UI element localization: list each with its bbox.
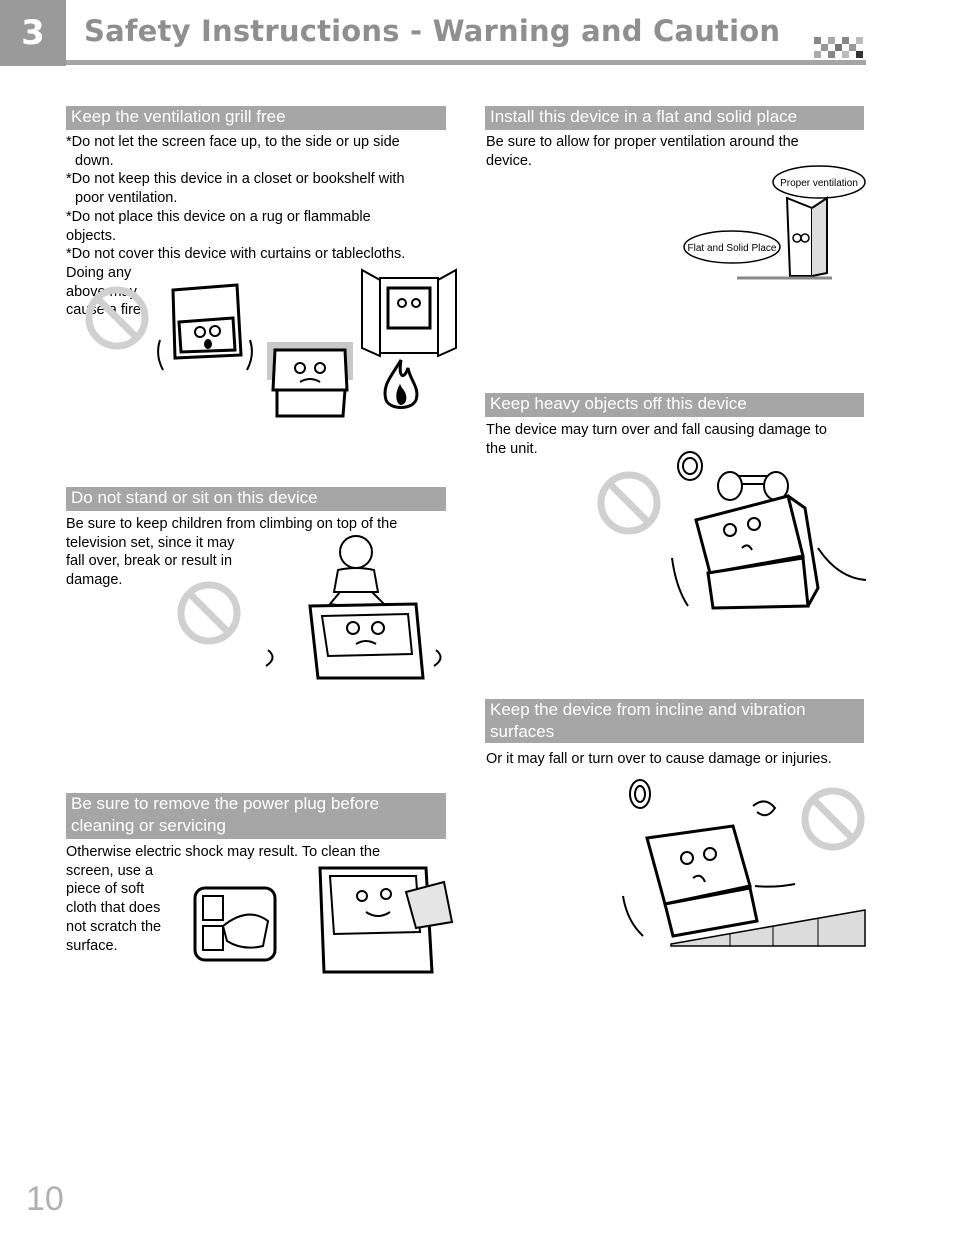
incline-text: Or it may fall or turn over to cause dam… — [486, 750, 864, 769]
text-line: Be sure to allow for proper ventilation … — [486, 134, 799, 150]
no-symbol-icon — [801, 787, 865, 851]
chapter-number: 3 — [21, 13, 45, 53]
text-line: *Do not place this device on a rug or fl… — [66, 208, 371, 225]
no-symbol-icon — [597, 471, 661, 535]
page-number: 10 — [26, 1180, 64, 1218]
text-line: poor ventilation. — [75, 190, 178, 207]
flat-solid-place-bubble: Flat and Solid Place — [688, 243, 777, 254]
text-line: Otherwise electric shock may result. To … — [66, 844, 381, 860]
title-rule — [66, 60, 866, 65]
text-line: television set, since it may — [66, 534, 235, 551]
text-line: not scratch the — [66, 918, 162, 935]
incline-tv-illustration — [622, 779, 866, 947]
text-line: fall over, break or result in — [66, 553, 233, 570]
section-title-line2: surfaces — [490, 722, 555, 741]
cleaning-tv-illustration — [318, 866, 454, 974]
text-line: *Do not keep this device in a closet or … — [66, 171, 405, 188]
section-header-incline: Keep the device from incline and vibrati… — [485, 699, 864, 743]
heavy-object-tv-illustration — [671, 451, 867, 610]
flat-place-text: Be sure to allow for proper ventilation … — [486, 133, 864, 170]
section-title: Do not stand or sit on this device — [71, 488, 318, 507]
section-title: Keep the ventilation grill free — [71, 107, 286, 126]
text-line: Doing any — [66, 264, 132, 281]
text-line: surface. — [66, 937, 118, 954]
text-line: Or it may fall or turn over to cause dam… — [486, 751, 832, 767]
text-line: piece of soft — [66, 881, 145, 898]
checker-pattern-icon — [814, 37, 866, 60]
stand-sit-text: Be sure to keep children from climbing o… — [66, 515, 446, 590]
closet-tv-illustration — [361, 268, 457, 358]
text-line: device. — [486, 152, 532, 169]
covered-tv-illustration — [267, 342, 353, 418]
section-header-flat-place: Install this device in a flat and solid … — [485, 106, 864, 130]
section-header-ventilation: Keep the ventilation grill free — [66, 106, 446, 130]
text-line: objects. — [66, 227, 116, 244]
no-symbol-icon — [85, 286, 149, 350]
text-line: the unit. — [486, 440, 538, 457]
section-header-power-plug: Be sure to remove the power plug before … — [66, 793, 446, 839]
section-title: Install this device in a flat and solid … — [490, 107, 798, 126]
tilted-tv-illustration — [157, 283, 253, 371]
text-line: screen, use a — [66, 862, 154, 879]
chapter-number-box: 3 — [0, 0, 66, 66]
section-title-line2: cleaning or servicing — [71, 816, 226, 835]
proper-ventilation-bubble: Proper ventilation — [780, 178, 858, 189]
text-line: cloth that does — [66, 900, 161, 917]
no-symbol-icon — [177, 581, 241, 645]
power-plug-text: Otherwise electric shock may result. To … — [66, 843, 446, 955]
flat-place-illustration: Proper ventilation Flat and Solid Place — [683, 165, 866, 280]
text-line: Be sure to keep children from climbing o… — [66, 516, 398, 532]
section-title-line1: Be sure to remove the power plug before — [71, 794, 380, 813]
heavy-objects-text: The device may turn over and fall causin… — [486, 421, 864, 458]
fire-icon — [383, 359, 419, 409]
section-header-stand-sit: Do not stand or sit on this device — [66, 487, 446, 511]
section-title: Keep heavy objects off this device — [490, 394, 747, 413]
text-line: down. — [75, 152, 114, 169]
section-header-heavy-objects: Keep heavy objects off this device — [485, 393, 864, 417]
text-line: The device may turn over and fall causin… — [486, 422, 827, 438]
text-line: *Do not let the screen face up, to the s… — [66, 134, 400, 150]
page-title: Safety Instructions - Warning and Cautio… — [84, 14, 781, 48]
child-on-tv-illustration — [265, 535, 442, 680]
text-line: *Do not cover this device with curtains … — [66, 246, 406, 263]
section-title-line1: Keep the device from incline and vibrati… — [490, 700, 806, 719]
text-line: damage. — [66, 572, 123, 589]
unplug-illustration — [193, 886, 277, 962]
